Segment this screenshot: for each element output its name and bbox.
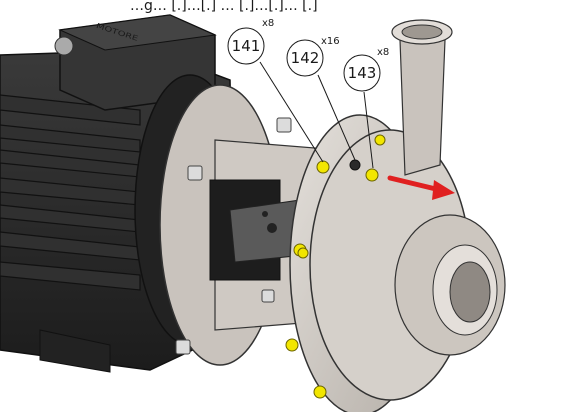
pump-casing (289, 19, 506, 412)
callout-141: 141 x8 (227, 18, 274, 65)
callout-142: 142 x16 (286, 36, 340, 77)
motor-cooling-fins (0, 94, 141, 291)
cable-gland (54, 36, 74, 56)
callout-quantity: x8 (377, 47, 389, 58)
callout-leaders (259, 61, 374, 169)
lantern-bolts (175, 117, 292, 355)
motor-foot (39, 329, 111, 373)
casing-bolts (285, 134, 386, 399)
callout-quantity: x8 (262, 18, 274, 29)
callout-number: 143 (348, 64, 377, 82)
arrow-right-icon (387, 175, 455, 200)
washer-142 (349, 159, 361, 171)
callout-quantity: x16 (321, 36, 340, 47)
discharge-pipe (399, 39, 446, 176)
callout-number: 141 (232, 37, 261, 55)
header-caption: …g… [.]…[.] … [.]…[.]… [.] (130, 0, 318, 14)
callout-143: 143 x8 (343, 47, 389, 92)
callout-number: 142 (291, 49, 320, 67)
